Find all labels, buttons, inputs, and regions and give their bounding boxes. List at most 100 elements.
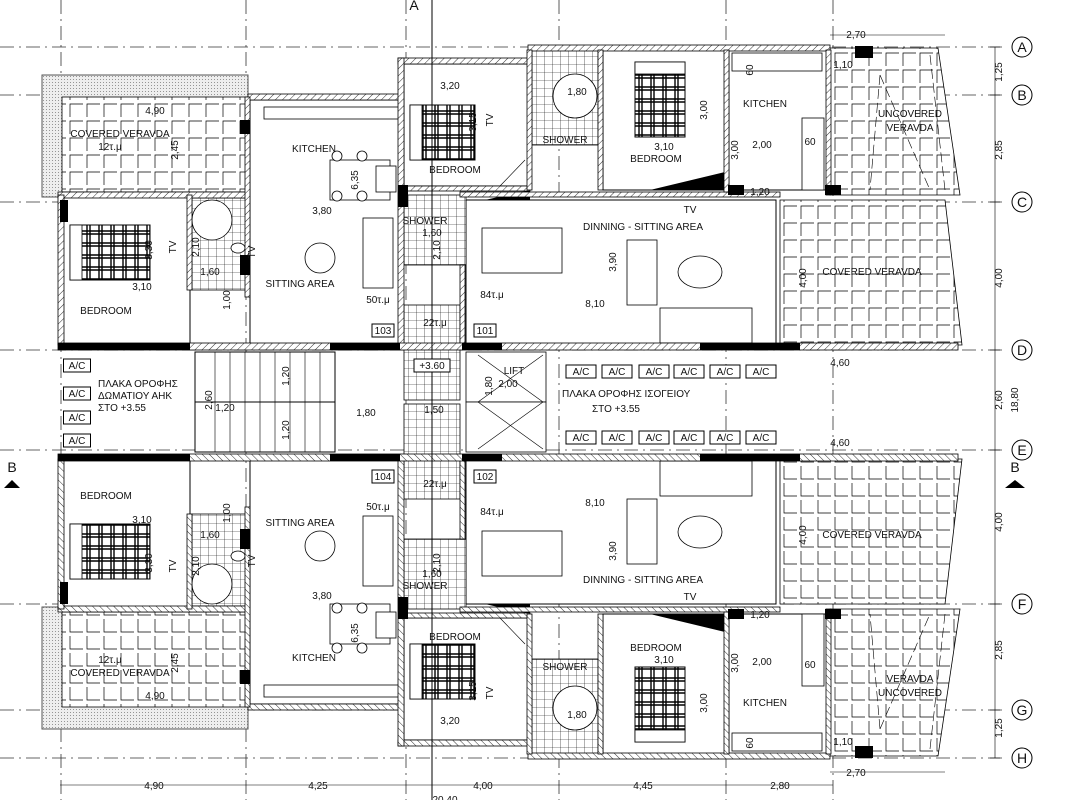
room-label: DINNING - SITTING AREA	[583, 575, 703, 586]
room-label: 3,80	[312, 206, 332, 217]
room-label: TV	[684, 205, 697, 216]
room-label: KITCHEN	[292, 144, 336, 155]
plan-label: 1,50	[424, 405, 444, 416]
room-label: SHOWER	[403, 581, 448, 592]
room-label: 3,10	[132, 282, 152, 293]
room-label: 84τ.μ	[480, 290, 504, 301]
room-label: 3,30	[144, 553, 155, 573]
room-label: 50τ.μ	[366, 295, 390, 306]
room-label: SHOWER	[543, 662, 588, 673]
room-label: 2,10	[191, 237, 202, 257]
room-label: KITCHEN	[743, 698, 787, 709]
room-label: 1,80	[567, 87, 587, 98]
room-label: UNCOVERED	[878, 109, 942, 120]
room-label: 1,60	[422, 228, 442, 239]
ac-unit-box	[63, 410, 91, 425]
plan-label: 2,00	[498, 379, 518, 390]
grid-axis-bubble	[1011, 36, 1033, 58]
section-mark: B	[1010, 459, 1019, 475]
dimension-label: 4,00	[994, 268, 1005, 288]
room-label: 3,20	[440, 716, 460, 727]
room-label: 12τ.μ	[98, 142, 122, 153]
ac-unit-box	[63, 358, 91, 373]
dimension-label: 4,45	[633, 781, 653, 792]
plan-label: 2,60	[204, 390, 215, 410]
room-label: KITCHEN	[743, 99, 787, 110]
ac-unit-box	[565, 430, 597, 445]
grid-axis-label: H	[1017, 750, 1027, 766]
plan-label: 1,20	[281, 420, 292, 440]
dimension-label: 1,25	[994, 62, 1005, 82]
room-label: TV	[247, 245, 258, 258]
room-number: 104	[375, 472, 392, 483]
ac-unit: A/C	[753, 433, 770, 444]
dimension-label: 2,85	[994, 140, 1005, 160]
room-label: 3,10	[654, 142, 674, 153]
grid-axis-bubble	[1011, 439, 1033, 461]
grid-axis-label: A	[1017, 39, 1027, 55]
room-label: 1,60	[422, 569, 442, 580]
room-label: BEDROOM	[630, 643, 682, 654]
dimension-label: 2,85	[994, 640, 1005, 660]
room-label: 2,45	[170, 140, 181, 160]
room-number-box	[473, 323, 497, 338]
room-label: TV	[247, 554, 258, 567]
room-label: 1,00	[222, 503, 233, 523]
room-label: 2,10	[432, 553, 443, 573]
ac-unit: A/C	[69, 413, 86, 424]
room-label: 3,20	[440, 81, 460, 92]
ac-unit: A/C	[753, 367, 770, 378]
room-label: BEDROOM	[429, 165, 481, 176]
dimension-label: 1,25	[994, 718, 1005, 738]
room-label: VERAVDA	[886, 123, 933, 134]
room-label: 4,90	[145, 691, 165, 702]
room-label: 3,10	[654, 655, 674, 666]
room-number: 102	[477, 472, 494, 483]
room-label: 8,10	[585, 299, 605, 310]
room-label: COVERED VERAVDA	[70, 129, 170, 140]
ac-unit: A/C	[609, 367, 626, 378]
plan-label: 1,80	[356, 408, 376, 419]
room-label: 4,00	[798, 525, 809, 545]
room-label: 6,35	[350, 623, 361, 643]
dimension-label: 20,40	[432, 795, 457, 800]
grid-axis-label: G	[1017, 702, 1028, 718]
room-label: TV	[485, 686, 496, 699]
slab-note: ΔΩΜΑΤΙΟΥ ΑΗΚ	[98, 391, 172, 402]
ac-unit: A/C	[69, 436, 86, 447]
room-label: 1,60	[200, 530, 220, 541]
room-label: TV	[168, 240, 179, 253]
level-tag: +3.60	[419, 361, 445, 372]
room-label: KITCHEN	[292, 653, 336, 664]
dimension-label: 4,00	[473, 781, 493, 792]
plan-label: 1,20	[281, 366, 292, 386]
plan-label: 2,60	[994, 390, 1005, 410]
slab-note: ΠΛΑΚΑ ΟΡΟΦΗΣ ΙΣΟΓΕΙΟΥ	[562, 389, 691, 400]
plan-label: 1,80	[484, 376, 495, 396]
room-label: 1,10	[833, 737, 853, 748]
room-label: 1,10	[833, 60, 853, 71]
dimension-label: 4,25	[308, 781, 328, 792]
ac-unit: A/C	[573, 433, 590, 444]
room-label: 8,10	[585, 498, 605, 509]
room-label: 22τ.μ	[423, 318, 447, 329]
room-label: 84τ.μ	[480, 507, 504, 518]
grid-axis-label: C	[1017, 194, 1027, 210]
room-label: 3,10	[132, 515, 152, 526]
grid-axis-label: F	[1018, 596, 1027, 612]
ac-unit: A/C	[717, 367, 734, 378]
room-label: 2,00	[752, 657, 772, 668]
room-label: 3,00	[730, 653, 741, 673]
ac-unit: A/C	[681, 367, 698, 378]
room-label: 1,20	[750, 187, 770, 198]
upper-units	[41, 44, 963, 403]
room-label: 2,10	[191, 556, 202, 576]
ac-unit: A/C	[646, 433, 663, 444]
ac-unit: A/C	[717, 433, 734, 444]
ac-unit: A/C	[646, 367, 663, 378]
room-label: BEDROOM	[80, 491, 132, 502]
dimension-label: 2,80	[770, 781, 790, 792]
grid-axis-label: D	[1017, 342, 1027, 358]
dimension-lines	[60, 0, 1000, 800]
